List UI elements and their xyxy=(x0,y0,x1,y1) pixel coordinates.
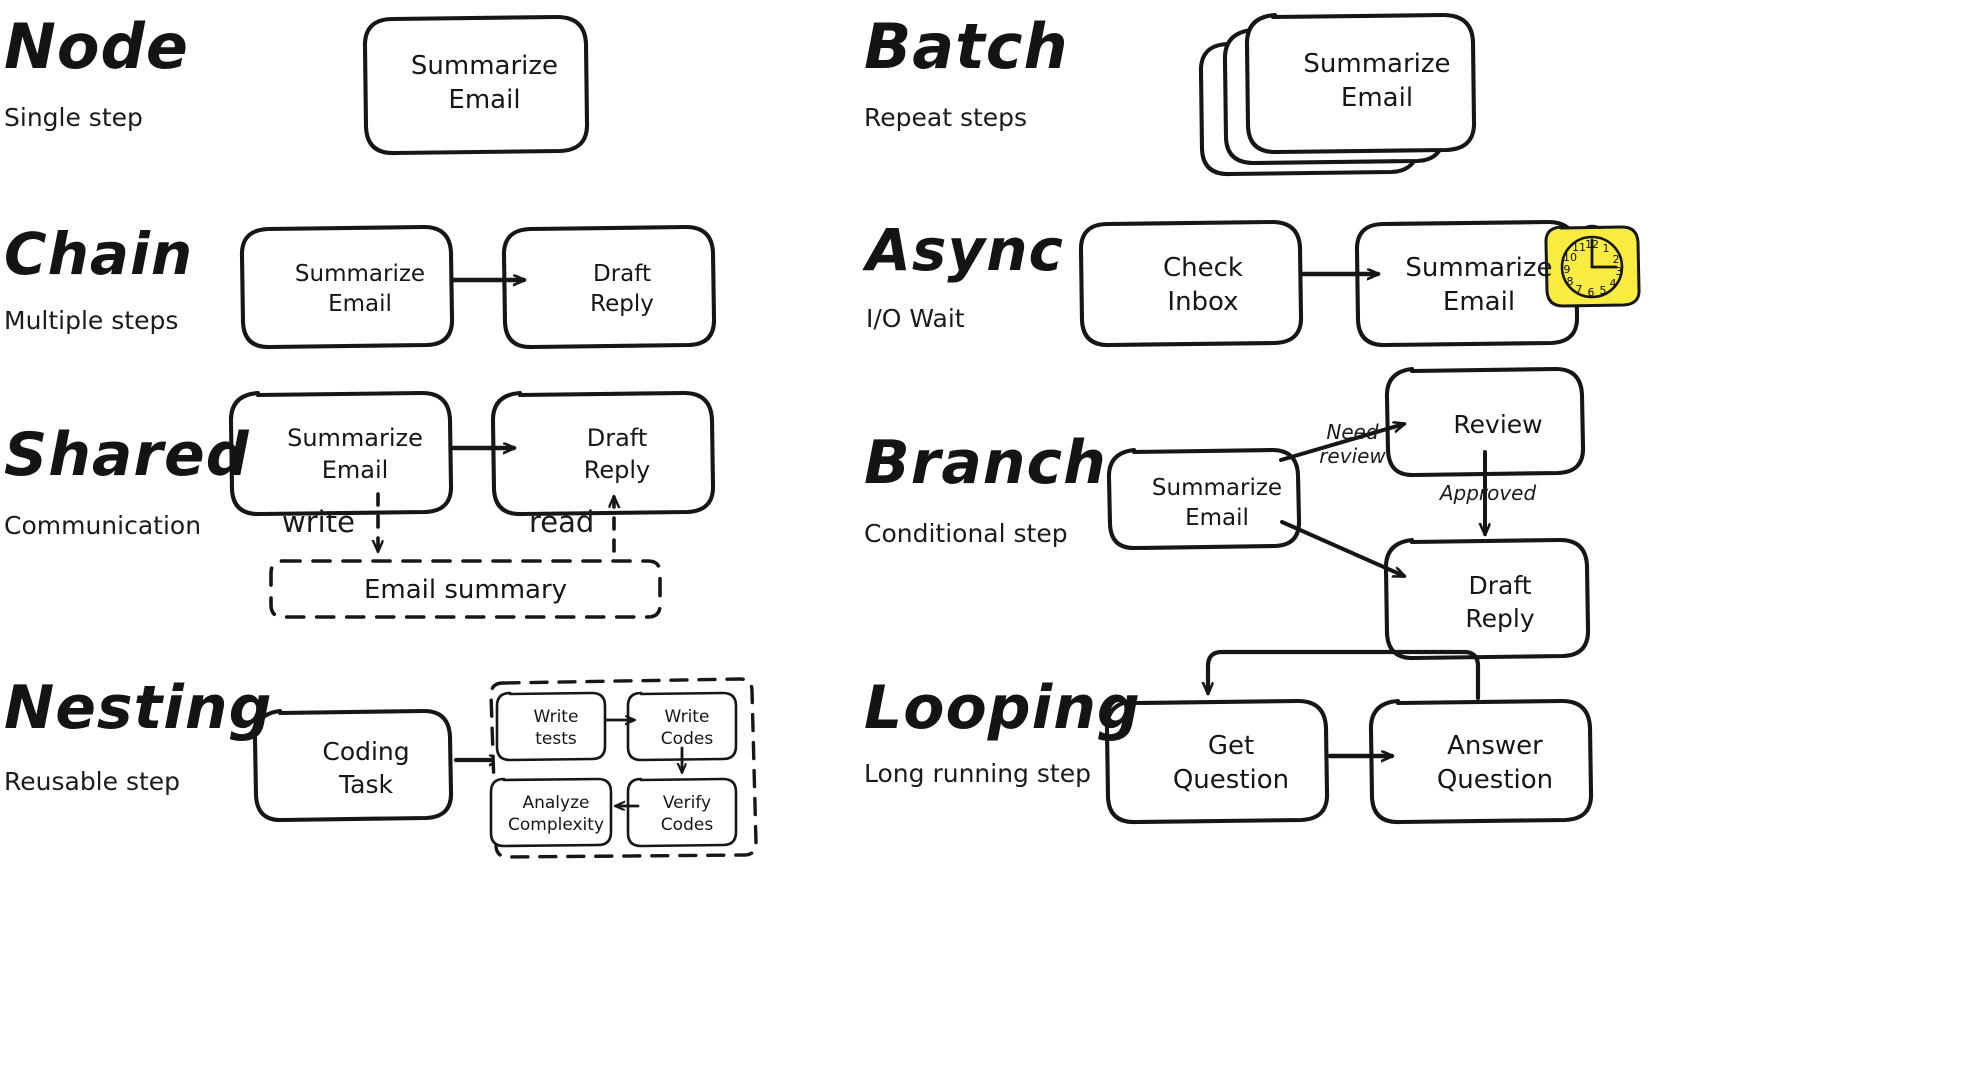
section-title-chain: Chain xyxy=(4,220,194,288)
loop-box-answer xyxy=(1368,698,1594,825)
svg-text:1: 1 xyxy=(1603,242,1610,255)
section-subtitle-node: Single step xyxy=(4,103,143,132)
branch-edge-label-need-review: Need review xyxy=(1319,420,1386,469)
svg-text:9: 9 xyxy=(1564,263,1571,276)
section-subtitle-batch: Repeat steps xyxy=(864,103,1028,132)
shared-store-box xyxy=(269,559,662,619)
section-title-branch: Branch xyxy=(864,428,1107,498)
nesting-box-analyze xyxy=(489,777,613,848)
branch-arrow-need-review xyxy=(1279,424,1404,462)
loop-box-get xyxy=(1104,698,1330,825)
section-subtitle-shared: Communication xyxy=(4,511,202,540)
section-title-nesting: Nesting xyxy=(4,673,273,743)
shared-edge-label-write: write xyxy=(282,505,355,539)
svg-text:11: 11 xyxy=(1572,241,1586,254)
nesting-box-verify-codes xyxy=(626,777,738,848)
svg-text:5: 5 xyxy=(1600,284,1607,297)
section-subtitle-async: I/O Wait xyxy=(866,304,965,333)
shared-box-draft xyxy=(490,390,716,517)
batch-card-front xyxy=(1244,12,1477,155)
section-title-async: Async xyxy=(866,216,1064,284)
chain-box-draft xyxy=(501,224,717,350)
svg-text:2: 2 xyxy=(1613,253,1620,266)
section-subtitle-branch: Conditional step xyxy=(864,519,1068,548)
section-subtitle-looping: Long running step xyxy=(864,759,1091,788)
shared-edge-label-read: read xyxy=(529,505,595,539)
async-box-check xyxy=(1078,219,1304,348)
svg-text:12: 12 xyxy=(1585,238,1599,251)
branch-box-draft xyxy=(1383,537,1591,661)
clock-icon xyxy=(1544,224,1641,308)
svg-text:8: 8 xyxy=(1567,275,1574,288)
section-title-shared: Shared xyxy=(4,420,250,490)
branch-edge-label-approved: Approved xyxy=(1439,481,1537,505)
chain-box-summarize xyxy=(239,224,455,350)
svg-text:7: 7 xyxy=(1576,283,1583,296)
node-box-summarize xyxy=(362,14,590,156)
section-title-batch: Batch xyxy=(864,10,1069,83)
svg-text:3: 3 xyxy=(1616,265,1623,278)
branch-arrow-direct xyxy=(1280,520,1404,578)
branch-box-summarize xyxy=(1106,447,1302,551)
section-title-node: Node xyxy=(4,10,189,83)
svg-text:6: 6 xyxy=(1588,286,1595,299)
section-subtitle-nesting: Reusable step xyxy=(4,767,181,796)
loop-arrow-back xyxy=(1208,649,1481,701)
shared-box-summarize xyxy=(228,390,454,517)
async-box-summarize xyxy=(1354,219,1580,348)
section-subtitle-chain: Multiple steps xyxy=(4,306,179,335)
nesting-box-write-tests xyxy=(495,691,607,762)
svg-text:10: 10 xyxy=(1563,251,1577,264)
svg-text:4: 4 xyxy=(1610,277,1617,290)
section-title-looping: Looping xyxy=(864,673,1141,743)
nesting-box-coding xyxy=(252,708,454,823)
